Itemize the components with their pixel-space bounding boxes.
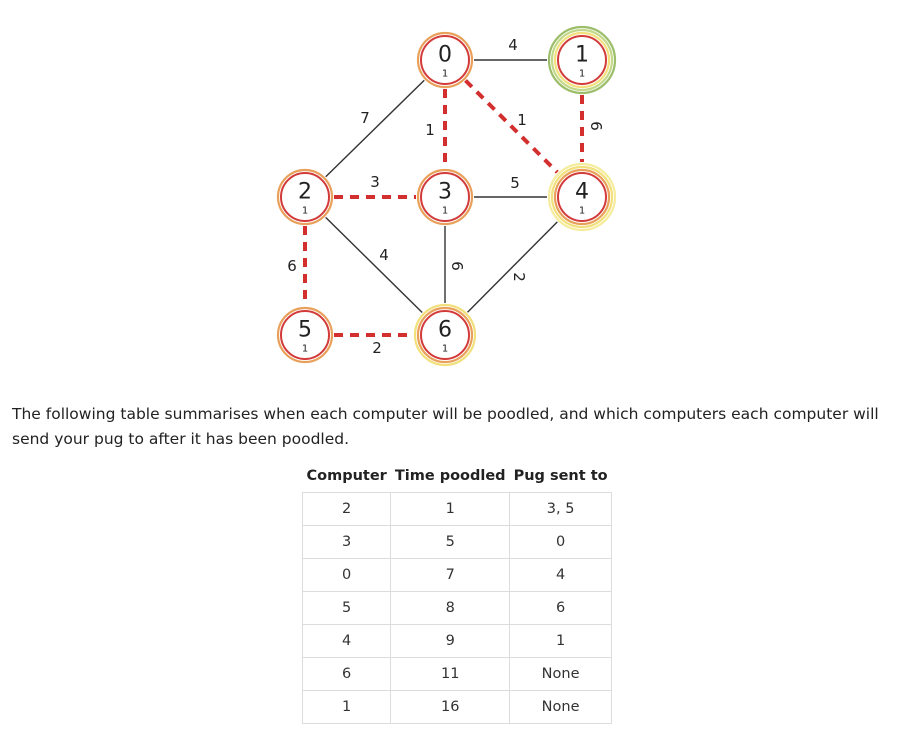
node-ring [550, 165, 614, 229]
node-2: 21 [276, 168, 334, 226]
node-label: 2 [298, 180, 312, 205]
node-ring [547, 25, 617, 95]
cell-computer: 2 [301, 492, 392, 526]
node-ring [416, 31, 474, 89]
node-ring [416, 306, 474, 364]
edge-0-2 [325, 79, 425, 178]
cell-computer: 3 [301, 525, 392, 559]
node-sublabel: 1 [442, 206, 448, 217]
node-label: 6 [438, 318, 452, 343]
node-ring [420, 310, 470, 360]
cell-sent-to: 1 [509, 624, 613, 658]
cell-time: 11 [390, 657, 511, 691]
node-ring [276, 306, 334, 364]
node-ring [550, 28, 614, 92]
cell-sent-to: 6 [509, 591, 613, 625]
edge-weight-1-4: 6 [587, 121, 605, 131]
node-ring [547, 162, 617, 232]
node-ring [557, 35, 607, 85]
node-ring [280, 310, 330, 360]
edge-weight-0-1: 4 [508, 36, 518, 54]
edge-weight-2-5: 6 [287, 257, 297, 275]
edge-2-6 [325, 216, 423, 314]
edge-weight-0-4: 1 [517, 111, 527, 129]
table-header-row: Computer Time poodled Pug sent to [303, 459, 612, 493]
cell-sent-to: 0 [509, 525, 613, 559]
cell-computer: 0 [301, 558, 392, 592]
cell-computer: 5 [301, 591, 392, 625]
node-ring [280, 172, 330, 222]
node-0: 01 [416, 31, 474, 89]
node-ring [276, 168, 334, 226]
edge-weight-0-2: 7 [360, 109, 370, 127]
cell-sent-to: None [509, 690, 613, 724]
header-time-poodled: Time poodled [394, 467, 506, 484]
table-row: 6 11 None [301, 657, 613, 691]
edge-weight-3-6: 6 [448, 261, 466, 271]
node-ring [413, 303, 477, 367]
table-row: 4 9 1 [301, 624, 613, 658]
node-ring [553, 31, 611, 89]
edge-weight-0-3: 1 [425, 121, 435, 139]
node-4: 41 [547, 162, 617, 232]
cell-time: 9 [390, 624, 511, 658]
node-label: 0 [438, 43, 452, 68]
table-row: 1 16 None [301, 690, 613, 724]
node-label: 5 [298, 318, 312, 343]
table-row: 5 8 6 [301, 591, 613, 625]
cell-sent-to: 4 [509, 558, 613, 592]
node-5: 51 [276, 306, 334, 364]
cell-time: 16 [390, 690, 511, 724]
node-6: 61 [413, 303, 477, 367]
cell-sent-to: 3, 5 [509, 492, 613, 526]
edge-weight-3-4: 5 [510, 174, 520, 192]
cell-time: 1 [390, 492, 511, 526]
node-sublabel: 1 [579, 69, 585, 80]
table-row: 0 7 4 [301, 558, 613, 592]
edge-weight-4-6: 2 [510, 272, 528, 282]
cell-computer: 1 [301, 690, 392, 724]
node-label: 4 [575, 180, 589, 205]
edge-0-4-highlighted [464, 79, 559, 174]
header-pug-sent-to: Pug sent to [513, 467, 608, 484]
edge-weight-2-3: 3 [370, 173, 380, 191]
poodle-table: Computer Time poodled Pug sent to 2 1 3,… [301, 459, 613, 724]
node-ring [553, 168, 611, 226]
cell-time: 8 [390, 591, 511, 625]
table-row: 3 5 0 [301, 525, 613, 559]
node-label: 3 [438, 180, 452, 205]
edge-4-6 [467, 221, 558, 313]
node-ring [420, 172, 470, 222]
header-computer: Computer [306, 467, 387, 484]
edge-weight-5-6: 2 [372, 339, 382, 357]
node-sublabel: 1 [302, 206, 308, 217]
node-label: 1 [575, 43, 589, 68]
cell-computer: 6 [301, 657, 392, 691]
node-ring [557, 172, 607, 222]
node-ring [420, 35, 470, 85]
cell-sent-to: None [509, 657, 613, 691]
node-sublabel: 1 [442, 69, 448, 80]
node-sublabel: 1 [579, 206, 585, 217]
edge-weight-2-6: 4 [379, 246, 389, 264]
cell-computer: 4 [301, 624, 392, 658]
node-sublabel: 1 [442, 344, 448, 355]
cell-time: 7 [390, 558, 511, 592]
cell-time: 5 [390, 525, 511, 559]
node-3: 31 [416, 168, 474, 226]
table-description: The following table summarises when each… [12, 405, 879, 448]
node-sublabel: 1 [302, 344, 308, 355]
node-1: 11 [547, 25, 617, 95]
table-row: 2 1 3, 5 [301, 492, 613, 526]
node-ring [416, 168, 474, 226]
